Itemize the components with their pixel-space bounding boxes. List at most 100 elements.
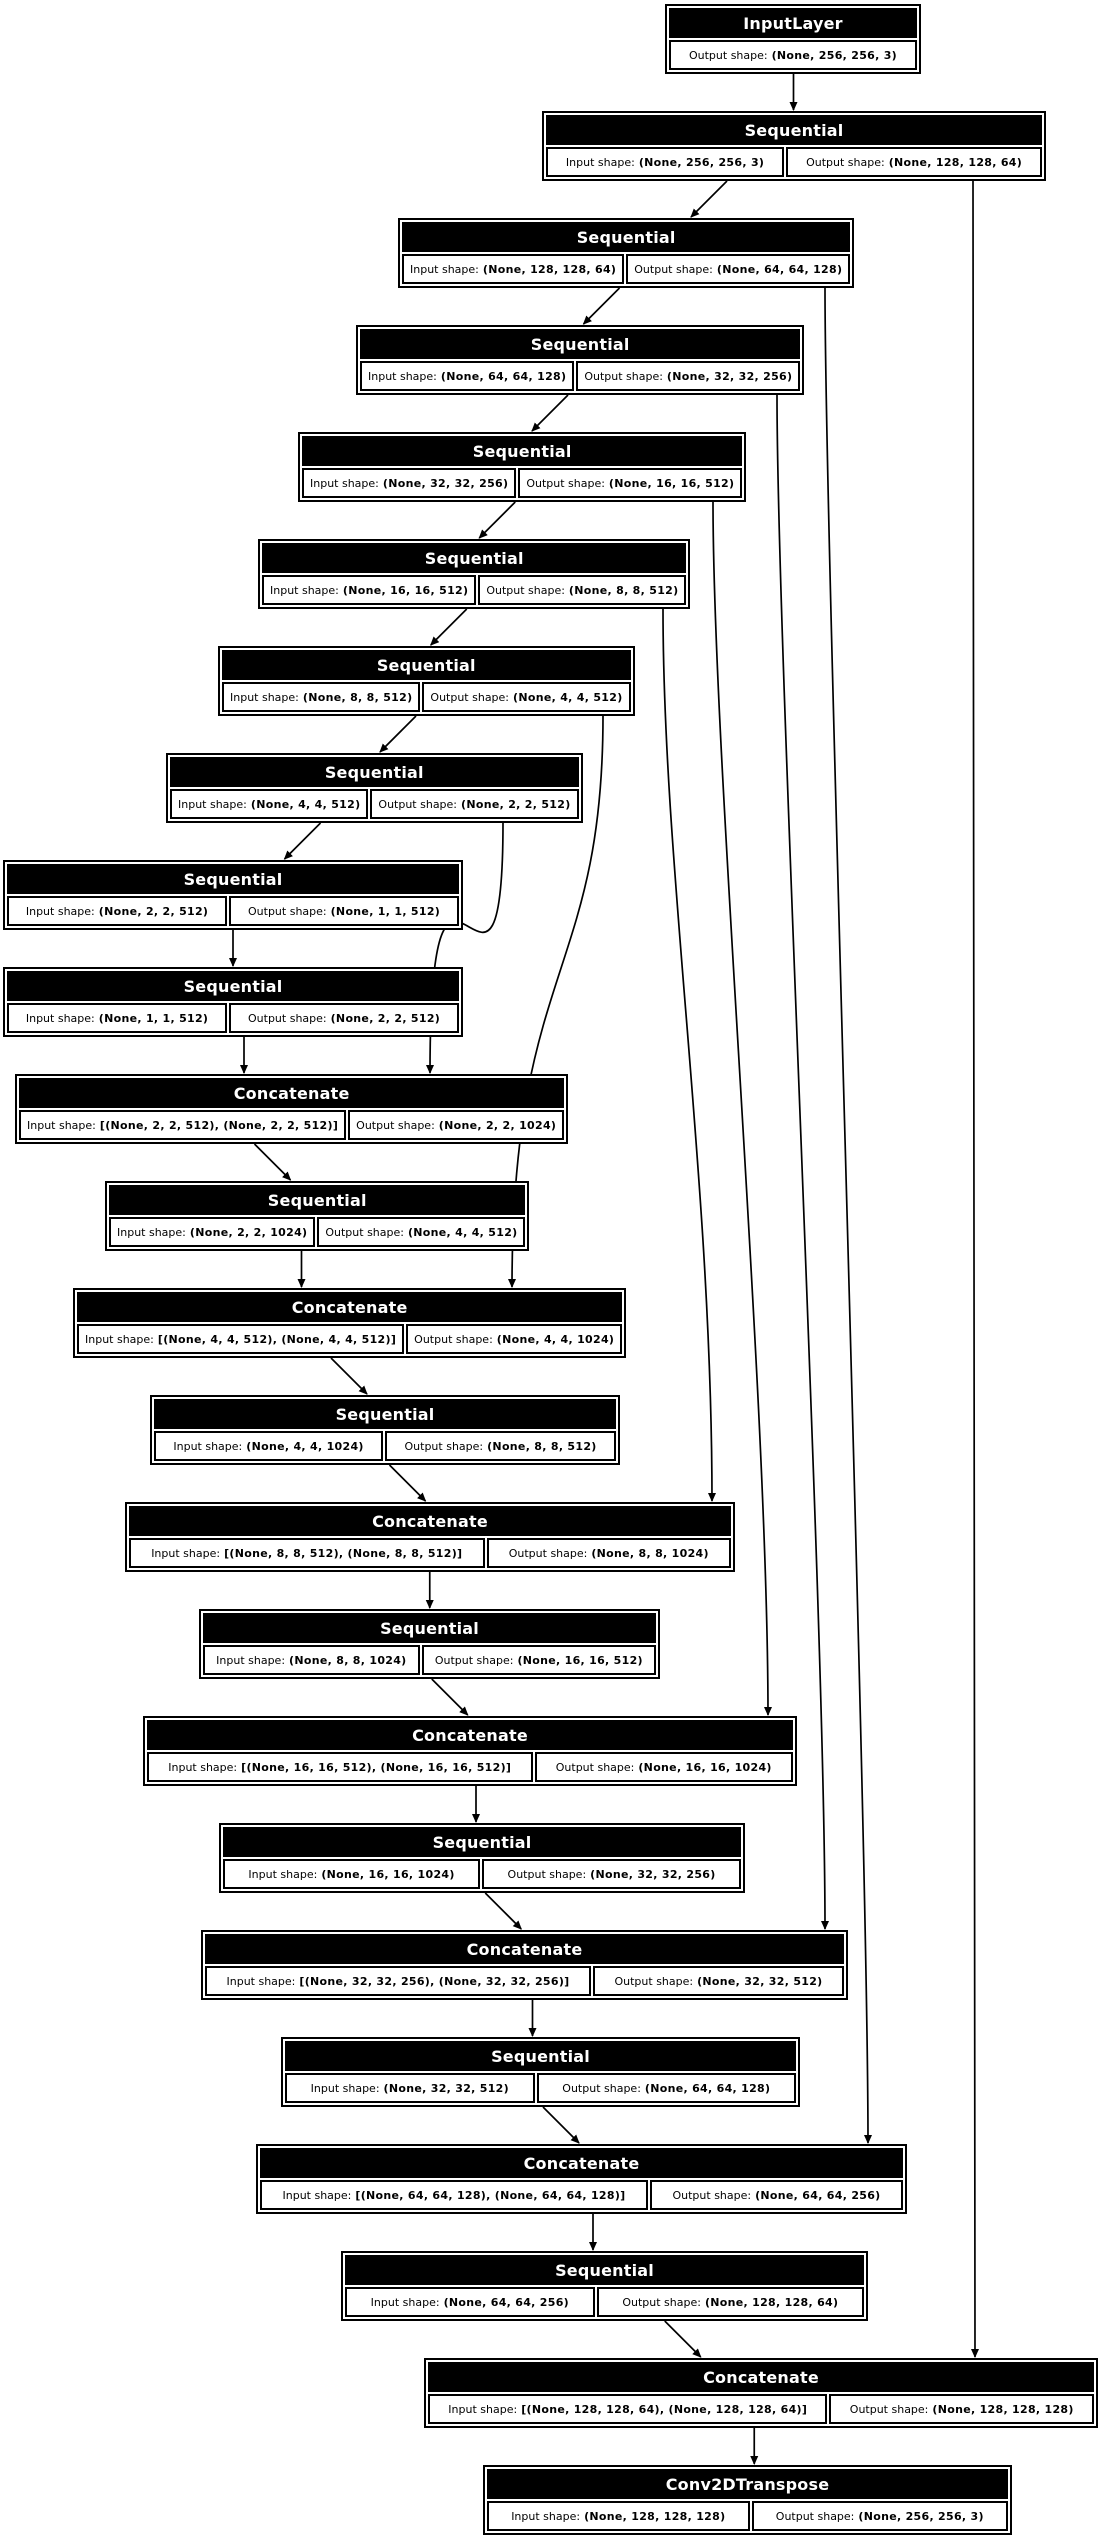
shape-cells-row: Input shape:[(None, 8, 8, 512), (None, 8… [129,1538,731,1568]
shape-value: (None, 128, 128, 64) [888,155,1023,169]
shape-value: (None, 64, 64, 128) [716,262,843,276]
shape-label: Output shape: [526,476,605,490]
input-shape-cell: Input shape:(None, 2, 2, 512) [7,896,228,926]
shape-label: Input shape: [216,1653,286,1667]
output-shape-cell: Output shape:(None, 4, 4, 1024) [406,1324,623,1354]
node-title: Concatenate [77,1292,623,1322]
shape-label: Input shape: [565,155,635,169]
shape-label: Input shape: [310,2081,380,2095]
shape-cells-row: Input shape:(None, 2, 2, 512)Output shap… [7,896,459,926]
edge-2-3 [582,287,621,325]
node-title: Sequential [285,2041,796,2071]
node-title: Concatenate [19,1078,565,1108]
input-shape-cell: Input shape:(None, 64, 64, 128) [360,361,575,391]
shape-cells-row: Input shape:(None, 4, 4, 1024)Output sha… [154,1431,617,1461]
output-shape-cell: Output shape:(None, 1, 1, 512) [229,896,459,926]
output-shape-cell: Output shape:(None, 64, 64, 256) [649,2180,904,2210]
edge-12-13 [330,1357,368,1395]
node-title: Concatenate [147,1720,793,1750]
shape-label: Output shape: [555,1760,635,1774]
shape-cells-row: Input shape:(None, 2, 2, 1024) Output sha… [109,1217,526,1247]
node-title: Sequential [262,543,687,573]
shape-label: Output shape: [688,48,768,62]
shape-value: (None, 16, 16, 512) [608,476,735,490]
edge-13-14 [388,1464,427,1502]
shape-value: (None, 4, 4, 512) [250,797,361,811]
node-title: Concatenate [129,1506,731,1536]
input-shape-cell: Input shape:[(None, 2, 2, 512), (None, 2… [19,1110,347,1140]
shape-value: (None, 1, 1, 512) [98,1011,209,1025]
shape-label: Input shape: [370,2295,440,2309]
input-shape-cell: Input shape:(None, 128, 128, 64) [402,254,625,284]
input-shape-cell: Input shape:(None, 128, 128, 128) [487,2501,750,2531]
shape-label: Input shape: [27,1118,96,1132]
shape-value: (None, 2, 2, 1024) [438,1118,557,1132]
shape-label: Input shape: [168,1760,238,1774]
shape-label: Input shape: [151,1546,221,1560]
node-title: Conv2DTranspose [487,2469,1008,2499]
shape-cells-row: Input shape:(None, 128, 128, 128)Output … [487,2501,1008,2531]
input-shape-cell: Input shape:(None, 32, 32, 256) [302,468,517,498]
shape-label: Input shape: [282,2188,352,2202]
node-title: Sequential [109,1185,526,1215]
output-shape-cell: Output shape:(None, 128, 128, 128) [829,2394,1095,2424]
shape-cells-row: Input shape:[(None, 64, 64, 128), (None,… [260,2180,904,2210]
shape-value: (None, 2, 2, 1024) [189,1225,308,1239]
edge-7-8 [283,822,322,860]
skip-edge-3-18 [776,394,829,1930]
output-shape-cell: Output shape:(None, 32, 32, 512) [592,1966,845,1996]
shape-label: Output shape: [849,2402,929,2416]
skip-edge-2-20 [824,287,872,2144]
node-title: Sequential [7,971,459,1001]
edge-5-6 [430,608,468,646]
shape-value: (None, 64, 64, 256) [755,2188,881,2202]
shape-label: Input shape: [25,904,95,918]
shape-value: (None, 4, 4, 1024) [246,1439,364,1453]
shape-value: (None, 8, 8, 512) [487,1439,597,1453]
shape-value: (None, 64, 64, 128) [440,369,567,383]
input-shape-cell: Input shape:[(None, 128, 128, 64), (None… [428,2394,828,2424]
shape-label: Input shape: [173,1439,243,1453]
edge-15-16 [431,1678,469,1716]
node-title: Sequential [154,1399,616,1429]
shape-label: Output shape: [507,1867,587,1881]
shape-value: (None, 1, 1, 512) [330,904,441,918]
shape-value: [(None, 8, 8, 512), (None, 8, 8, 512)] [224,1546,463,1560]
shape-cells-row: Input shape:[(None, 128, 128, 64), (None… [428,2394,1095,2424]
input-shape-cell: Input shape:[(None, 4, 4, 512), (None, 4… [77,1324,405,1354]
edge-4-5 [478,501,516,539]
shape-label: Input shape: [85,1332,154,1346]
shape-cells-row: Input shape:(None, 8, 8, 1024)Output sha… [203,1645,657,1675]
shape-value: (None, 8, 8, 512) [302,690,413,704]
output-shape-cell: Output shape:(None, 4, 4, 512) [317,1217,526,1247]
shape-value: (None, 32, 32, 256) [590,1867,716,1881]
shape-label: Output shape: [622,2295,701,2309]
node-title: Sequential [223,1827,741,1857]
node-title: Sequential [170,757,579,787]
output-shape-cell: Output shape:(None, 32, 32, 256) [482,1859,742,1889]
shape-cells-row: Input shape:[(None, 32, 32, 256), (None,… [205,1966,845,1996]
input-shape-cell: Input shape:(None, 4, 4, 1024) [154,1431,384,1461]
node-title: Sequential [345,2255,864,2285]
node-title: Concatenate [260,2148,903,2178]
shape-label: Output shape: [378,797,458,811]
shape-value: (None, 2, 2, 512) [330,1011,441,1025]
shape-label: Input shape: [270,583,339,597]
shape-label: Input shape: [410,262,479,276]
shape-cells-row: Input shape:(None, 8, 8, 512)Output shap… [222,682,631,712]
shape-cells-row: Input shape:[(None, 2, 2, 512), (None, 2… [19,1110,565,1140]
node-title: Sequential [360,329,801,359]
output-shape-cell: Output shape:(None, 256, 256, 3) [669,40,917,70]
shape-cells-row: Input shape:[(None, 16, 16, 512), (None,… [147,1752,793,1782]
output-shape-cell: Output shape:(None, 128, 128, 64) [786,147,1043,177]
shape-value: [(None, 2, 2, 512), (None, 2, 2, 512)] [99,1118,339,1132]
shape-label: Input shape: [117,1225,186,1239]
shape-value: (None, 128, 128, 128) [932,2402,1074,2416]
shape-value: (None, 8, 8, 1024) [289,1653,407,1667]
output-shape-cell: Output shape:(None, 2, 2, 512) [229,1003,459,1033]
